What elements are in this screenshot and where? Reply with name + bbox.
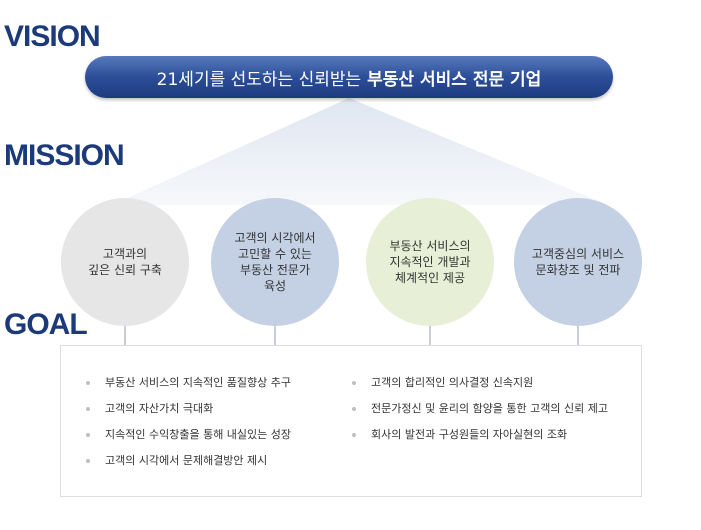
- mission-circle-3: 부동산 서비스의 지속적인 개발과 체계적인 제공: [366, 198, 494, 326]
- goal-item: 고객의 시각에서 문제해결방안 제시: [61, 454, 291, 480]
- bullet-dot-icon: [352, 381, 356, 385]
- mission-circle-1: 고객과의 깊은 신뢰 구축: [61, 198, 189, 326]
- goal-item-text: 고객의 시각에서 문제해결방안 제시: [105, 454, 268, 467]
- bullet-dot-icon: [352, 407, 356, 411]
- bullet-dot-icon: [86, 407, 90, 411]
- mission-text-1: 고객과의 깊은 신뢰 구축: [88, 247, 162, 277]
- goal-heading: GOAL: [4, 308, 88, 341]
- goal-item-text: 지속적인 수익창출을 통해 내실있는 성장: [105, 428, 292, 441]
- goal-list-left: 부동산 서비스의 지속적인 품질향상 추구 고객의 자산가치 극대화 지속적인 …: [61, 376, 291, 480]
- goal-item-text: 고객의 자산가치 극대화: [105, 402, 214, 415]
- mission-circle-4: 고객중심의 서비스 문화창조 및 전파: [514, 198, 642, 326]
- goal-item-text: 부동산 서비스의 지속적인 품질향상 추구: [105, 376, 292, 389]
- connector-4: [577, 326, 579, 346]
- mission-text-2: 고객의 시각에서 고민할 수 있는 부동산 전문가 육성: [234, 231, 316, 293]
- goal-item: 부동산 서비스의 지속적인 품질향상 추구: [61, 376, 291, 402]
- mission-text-4: 고객중심의 서비스 문화창조 및 전파: [531, 247, 625, 277]
- goal-item: 고객의 합리적인 의사결정 신속지원: [327, 376, 608, 402]
- bullet-dot-icon: [86, 459, 90, 463]
- mission-text-3: 부동산 서비스의 지속적인 개발과 체계적인 제공: [389, 239, 471, 285]
- bullet-dot-icon: [86, 381, 90, 385]
- bullet-dot-icon: [352, 433, 356, 437]
- connector-1: [124, 326, 126, 346]
- vision-statement-text: 21세기를 선도하는 신뢰받는: [156, 69, 362, 90]
- goal-item: 지속적인 수익창출을 통해 내실있는 성장: [61, 428, 291, 454]
- goal-item: 전문가정신 및 윤리의 함양을 통한 고객의 신뢰 제고: [327, 402, 608, 428]
- bullet-dot-icon: [86, 433, 90, 437]
- goal-item: 회사의 발전과 구성원들의 자아실현의 조화: [327, 428, 608, 454]
- vision-heading: VISION: [4, 20, 101, 53]
- goal-item: 고객의 자산가치 극대화: [61, 402, 291, 428]
- goal-item-text: 회사의 발전과 구성원들의 자아실현의 조화: [371, 428, 568, 441]
- connector-3: [429, 326, 431, 346]
- vision-statement-bar: 21세기를 선도하는 신뢰받는 부동산 서비스 전문 기업: [85, 56, 613, 98]
- mission-circle-2: 고객의 시각에서 고민할 수 있는 부동산 전문가 육성: [211, 198, 339, 326]
- connector-2: [274, 326, 276, 346]
- goal-item-text: 전문가정신 및 윤리의 함양을 통한 고객의 신뢰 제고: [371, 402, 608, 415]
- goal-box: 부동산 서비스의 지속적인 품질향상 추구 고객의 자산가치 극대화 지속적인 …: [60, 345, 642, 497]
- vision-statement-emphasis: 부동산 서비스 전문 기업: [367, 69, 542, 90]
- goal-item-text: 고객의 합리적인 의사결정 신속지원: [371, 376, 534, 389]
- mission-heading: MISSION: [4, 139, 125, 172]
- goal-list-right: 고객의 합리적인 의사결정 신속지원 전문가정신 및 윤리의 함양을 통한 고객…: [327, 376, 608, 454]
